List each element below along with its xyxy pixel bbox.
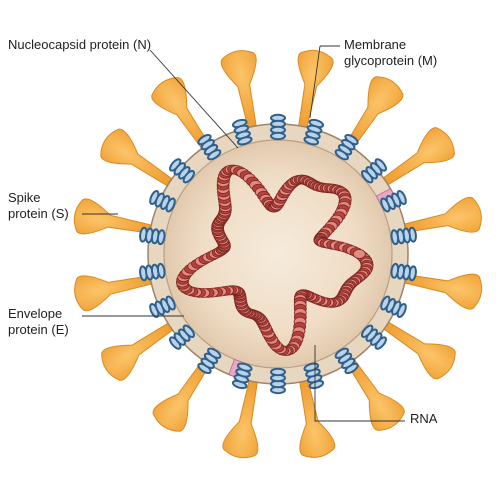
membrane-protein-icon [231,118,253,146]
membrane-protein-icon [334,347,359,375]
label-spike-line2: protein (S) [8,206,69,221]
spike-protein-icon [152,356,213,432]
label-membrane-line1: Membrane [344,37,407,52]
membrane-protein-icon [390,226,417,246]
spike-protein-icon [343,76,404,152]
membrane-protein-icon [380,189,407,213]
spike-protein-icon [101,320,177,381]
leader-membrane-2 [309,45,321,119]
membrane-protein-icon [380,295,407,319]
spike-protein-icon [380,319,456,380]
membrane-protein-icon [169,324,196,350]
spike-protein-icon [73,198,156,235]
membrane-protein-icon [334,133,359,161]
leader-nucleocapsid [149,49,239,149]
membrane-protein-icon [139,226,166,246]
membrane-protein-icon [169,158,196,184]
label-membrane-glycoprotein: Membrane glycoprotein (M) [344,37,437,69]
membrane-protein-icon [360,158,387,184]
spike-proteins [73,49,483,459]
leader-lines [82,45,405,422]
rna-strand-icon [352,249,366,259]
label-spike-line1: Spike [8,190,41,205]
spike-protein-icon [400,273,483,310]
label-rna: RNA [410,411,437,427]
label-rna-text: RNA [410,411,438,426]
membrane-protein-icon [197,133,222,161]
spike-protein-icon [222,376,259,459]
label-membrane-line2: glycoprotein (M) [344,53,438,68]
label-nucleocapsid-text: Nucleocapsid protein (N) [8,37,152,52]
membrane-protein-icon [303,118,325,146]
label-envelope-line2: protein (E) [8,322,69,337]
label-envelope-line1: Envelope [8,306,63,321]
leader-rna [314,345,405,422]
label-envelope-protein: Envelope protein (E) [8,306,69,338]
spike-protein-icon [74,274,156,312]
spike-protein-icon [298,376,336,458]
rna-strand [175,164,374,357]
spike-protein-icon [151,77,212,153]
membrane-protein-icon [149,295,176,319]
label-nucleocapsid-protein: Nucleocapsid protein (N) [8,37,151,53]
membrane-protein-icon [197,347,222,375]
membrane-protein-icon [149,189,176,213]
spike-protein-icon [100,128,176,189]
membrane-protein-icon [390,262,417,282]
membrane-protein-icon [139,262,166,282]
membrane-protein-icon [270,367,286,395]
label-spike-protein: Spike protein (S) [8,190,69,222]
membrane-protein-icon [360,324,387,350]
membrane-proteins [139,113,417,395]
spike-protein-icon [400,196,482,234]
spike-protein-icon [379,127,455,188]
spike-protein-icon [344,355,405,431]
spike-protein-icon [220,50,258,132]
membrane-protein-icon [270,113,286,141]
membrane-protein-icon [231,362,253,390]
